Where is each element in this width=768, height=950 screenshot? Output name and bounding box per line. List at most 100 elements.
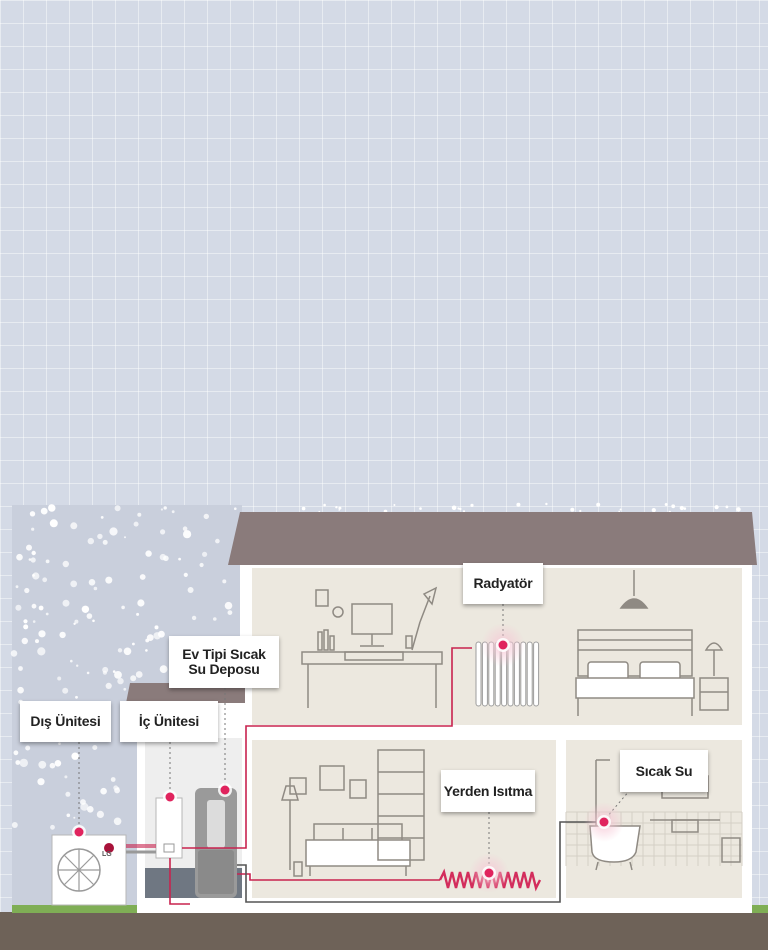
snowflake bbox=[596, 502, 601, 507]
snowflake bbox=[64, 775, 68, 779]
snowflake bbox=[136, 612, 140, 616]
snowflake bbox=[28, 558, 32, 561]
label-indoor-unit: İç Ünitesi bbox=[120, 701, 218, 742]
snowflake bbox=[160, 508, 163, 511]
marker-dot bbox=[484, 868, 494, 878]
label-floor-heating: Yerden Isıtma bbox=[441, 770, 535, 812]
snowflake bbox=[114, 671, 122, 679]
label-hot-water-text: Sıcak Su bbox=[635, 762, 693, 779]
snowflake bbox=[29, 511, 36, 517]
snowflake bbox=[30, 557, 36, 563]
snowflake bbox=[163, 506, 167, 510]
snowflake bbox=[199, 562, 204, 568]
snowflake bbox=[113, 817, 122, 826]
snowflake bbox=[38, 760, 47, 769]
snowflake bbox=[109, 527, 118, 536]
snowflake bbox=[87, 806, 94, 813]
snowflake bbox=[92, 745, 98, 750]
snowflake bbox=[92, 619, 95, 623]
bed bbox=[575, 570, 729, 716]
snowflake bbox=[100, 516, 104, 519]
label-hot-water: Sıcak Su bbox=[620, 750, 708, 792]
snowflake bbox=[48, 504, 56, 512]
snowflake bbox=[93, 586, 98, 591]
snowflake bbox=[714, 505, 719, 510]
snowflake bbox=[202, 551, 208, 557]
snowflake bbox=[24, 587, 30, 594]
snowflake bbox=[37, 778, 45, 786]
snowflake bbox=[651, 508, 656, 513]
snowflake bbox=[73, 816, 76, 819]
marker-dot bbox=[599, 817, 609, 827]
snowflake bbox=[16, 553, 23, 561]
snowflake bbox=[75, 695, 78, 699]
snowflake bbox=[13, 750, 19, 756]
snowflake bbox=[50, 824, 55, 830]
snowflake bbox=[49, 762, 56, 769]
snowflake bbox=[139, 574, 146, 580]
label-hot-water-tank-line1: Ev Tipi Sıcak bbox=[182, 646, 266, 662]
pipe-radiator bbox=[182, 647, 472, 849]
snowflake bbox=[18, 666, 23, 671]
snowflake bbox=[86, 671, 90, 675]
snowflake bbox=[42, 577, 48, 583]
label-floor-heating-text: Yerden Isıtma bbox=[443, 782, 533, 799]
snowflake bbox=[191, 615, 197, 621]
snowflake bbox=[87, 537, 95, 545]
pipe-hot-water bbox=[237, 821, 596, 903]
snowflake bbox=[124, 536, 126, 539]
snowflake bbox=[66, 813, 71, 818]
snowflake bbox=[35, 639, 39, 644]
indoor-unit bbox=[155, 797, 183, 859]
snowflake bbox=[146, 634, 154, 641]
snowflake bbox=[132, 642, 135, 646]
snowflake bbox=[335, 506, 338, 509]
snowflake bbox=[570, 507, 575, 512]
snowflake bbox=[137, 512, 142, 517]
snowflake bbox=[215, 538, 220, 544]
snowflake bbox=[113, 785, 119, 791]
label-radiator: Radyatör bbox=[463, 563, 543, 604]
snowflake bbox=[116, 787, 120, 790]
marker-dot bbox=[498, 640, 508, 650]
snowflake bbox=[338, 509, 341, 511]
snowflake bbox=[112, 670, 116, 673]
snowflakes bbox=[10, 502, 741, 833]
radiator-fin bbox=[475, 641, 482, 707]
snowflake bbox=[419, 507, 422, 510]
snowflake bbox=[725, 505, 729, 509]
label-outdoor-unit: Dış Ünitesi bbox=[20, 701, 111, 742]
snowflake bbox=[80, 802, 89, 811]
label-radiator-text: Radyatör bbox=[473, 575, 533, 591]
snowflake bbox=[38, 605, 44, 611]
snowflake bbox=[62, 687, 69, 694]
snowflake bbox=[160, 529, 166, 535]
snowflake bbox=[17, 686, 24, 694]
snowflake bbox=[54, 760, 62, 767]
snowflake bbox=[62, 560, 69, 568]
snowflake bbox=[117, 648, 123, 653]
snowflake bbox=[105, 682, 112, 690]
ground bbox=[0, 912, 768, 950]
snowflake bbox=[110, 777, 116, 782]
snowflake bbox=[71, 752, 79, 760]
living-room-furniture bbox=[281, 749, 425, 877]
grass-right bbox=[752, 905, 768, 913]
snowflake bbox=[100, 787, 107, 795]
snowflake bbox=[619, 508, 622, 511]
label-hot-water-tank: Ev Tipi Sıcak Su Deposu bbox=[169, 636, 279, 688]
snowflake bbox=[227, 610, 233, 615]
snowflake bbox=[154, 625, 159, 630]
desk bbox=[301, 586, 443, 708]
room-living bbox=[252, 740, 556, 898]
snowflake bbox=[203, 513, 209, 520]
snowflake bbox=[187, 587, 194, 593]
snowflake bbox=[224, 601, 233, 610]
snowflake bbox=[664, 503, 668, 506]
snowflake bbox=[234, 507, 237, 511]
annex-roof bbox=[126, 683, 245, 703]
radiator-fin bbox=[526, 641, 533, 707]
snowflake bbox=[21, 637, 28, 645]
snowflake bbox=[459, 507, 462, 511]
label-outdoor-unit-text: Dış Ünitesi bbox=[30, 713, 101, 729]
